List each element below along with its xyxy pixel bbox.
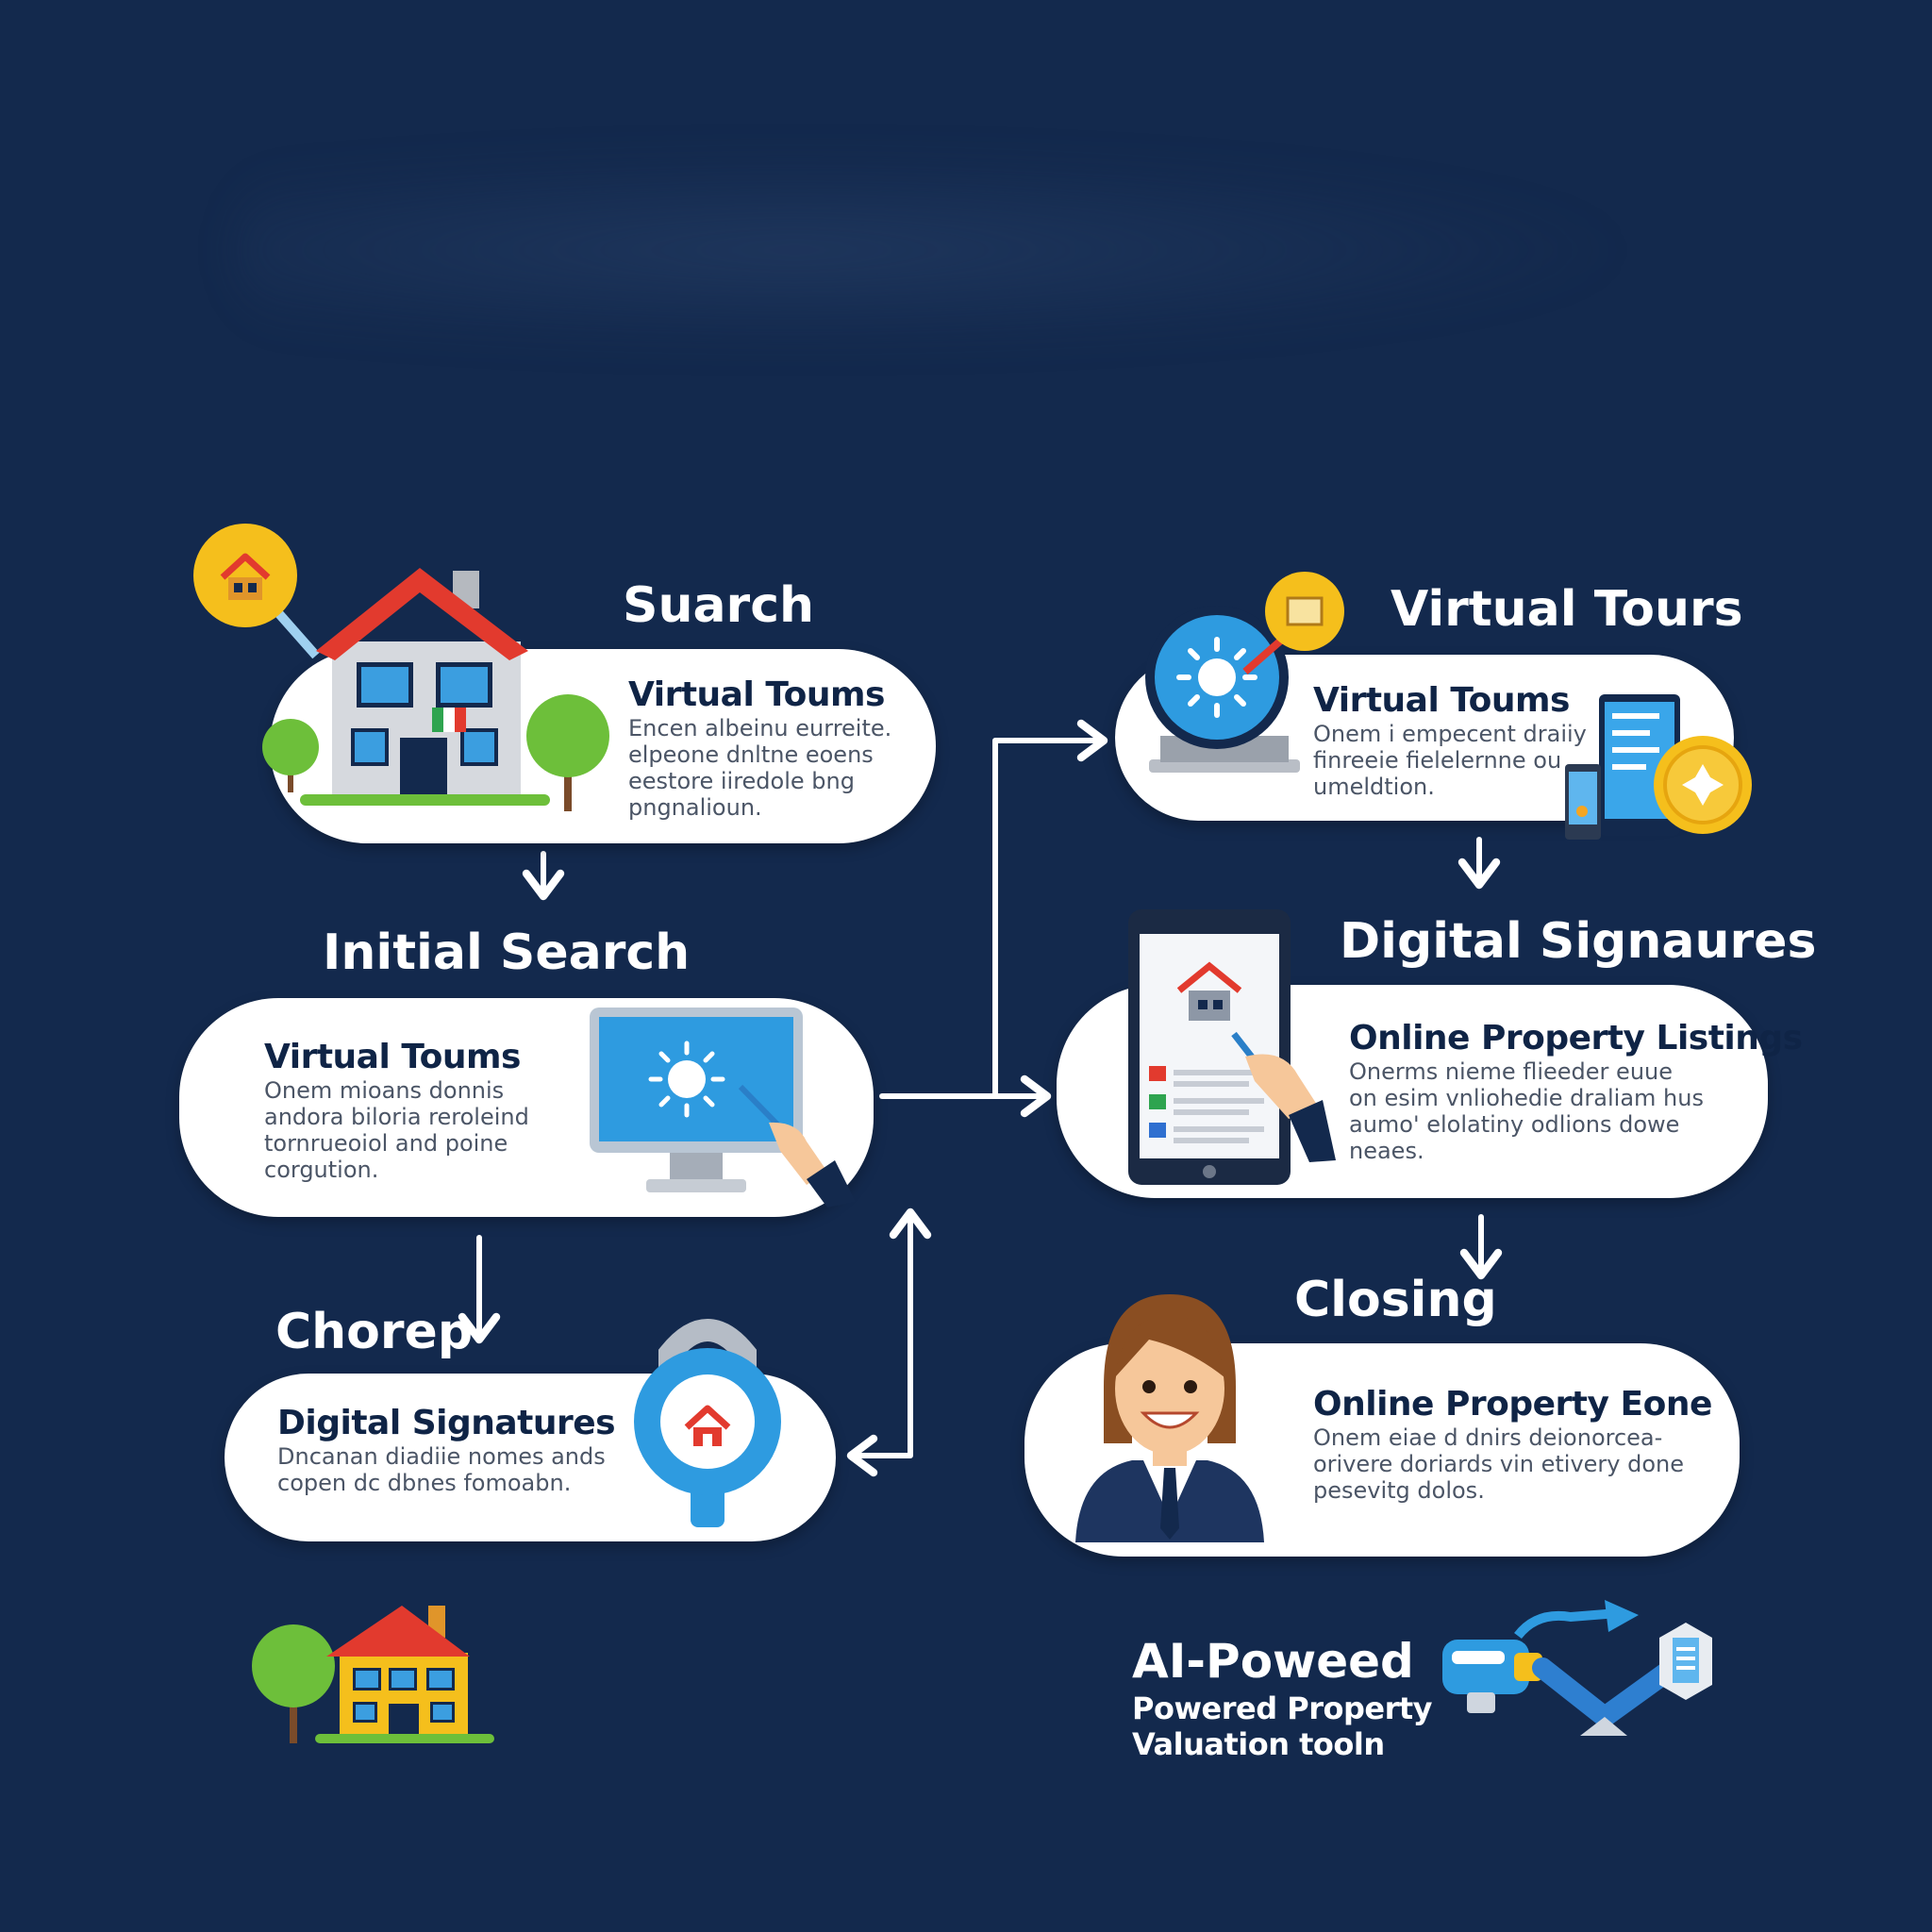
house-icon — [300, 568, 550, 806]
stage-title-virtual-tours: Virtual Tours — [1391, 581, 1743, 638]
card-heading-digital-signatures: Online Property Listings — [1349, 1019, 1803, 1058]
arrow-center-to-virtual — [992, 719, 1108, 1099]
chorep-illustration — [634, 1319, 781, 1527]
hand-stylus-icon — [738, 1084, 856, 1208]
ai-illustration — [1442, 1600, 1712, 1736]
agent-avatar-icon — [1075, 1294, 1264, 1542]
padlock-house-icon — [634, 1319, 781, 1527]
stage-title-initial-search: Initial Search — [323, 924, 691, 981]
initial-search-illustration — [590, 1008, 856, 1208]
map-badge-icon — [1265, 572, 1344, 651]
card-body-initial-search: Onem mioans donnis andora biloria rerole… — [264, 1077, 529, 1183]
monitor-icon — [590, 1008, 803, 1192]
robot-arm-icon — [1514, 1600, 1712, 1736]
house-pin-icon — [193, 524, 320, 659]
virtual-tours-device-illustration — [1565, 694, 1752, 840]
card-heading-virtual-tours: Virtual Toums — [1313, 681, 1570, 720]
card-body-closing: Onem eiae d dnirs deionorcea- orivere do… — [1313, 1424, 1685, 1504]
card-body-digital-signatures: Onerms nieme flieeder euue on esim vnlio… — [1349, 1058, 1704, 1164]
arrow-chorep-loop — [846, 1212, 913, 1477]
ai-feature-subtitle: Powered Property Valuation tooln — [1132, 1690, 1433, 1762]
search-illustration — [193, 524, 609, 811]
tree-icon — [526, 694, 609, 811]
card-heading-initial-search: Virtual Toums — [264, 1038, 521, 1076]
tablet-document-icon — [1128, 909, 1291, 1185]
card-body-search: Encen albeinu eurreite. elpeone dnltne e… — [628, 715, 892, 821]
stage-title-chorep: Chorep — [275, 1304, 474, 1360]
tree-icon — [252, 1624, 335, 1743]
virtual-tours-laptop-illustration — [1145, 572, 1344, 773]
bottom-house-illustration — [252, 1606, 494, 1743]
blurred-header — [236, 151, 1632, 349]
stage-title-closing: Closing — [1294, 1272, 1497, 1328]
small-house-icon — [315, 1606, 494, 1743]
vr-headset-icon — [1442, 1640, 1542, 1713]
stage-title-digital-signatures: Digital Signaures — [1340, 913, 1817, 970]
stage-card-closing: Online Property Eone Onem eiae d dnirs d… — [1024, 1343, 1740, 1557]
coin-icon — [1654, 736, 1752, 834]
closing-illustration — [1075, 1294, 1264, 1542]
hand-pen-icon — [1231, 1031, 1336, 1162]
tree-icon — [262, 719, 319, 792]
card-heading-search: Virtual Toums — [628, 675, 885, 714]
stage-title-search: Suarch — [623, 577, 815, 634]
laptop-globe-icon — [1145, 606, 1300, 773]
card-heading-closing: Online Property Eone — [1313, 1385, 1712, 1424]
card-body-virtual-tours: Onem i empecent draiiy finreeie fieleler… — [1313, 721, 1587, 800]
ai-feature-title: AI-Poweed — [1132, 1634, 1414, 1689]
digital-signatures-illustration — [1128, 909, 1336, 1185]
card-heading-chorep: Digital Signatures — [277, 1404, 616, 1442]
card-body-chorep: Dncanan diadiie nomes ands copen dc dbne… — [277, 1443, 606, 1496]
